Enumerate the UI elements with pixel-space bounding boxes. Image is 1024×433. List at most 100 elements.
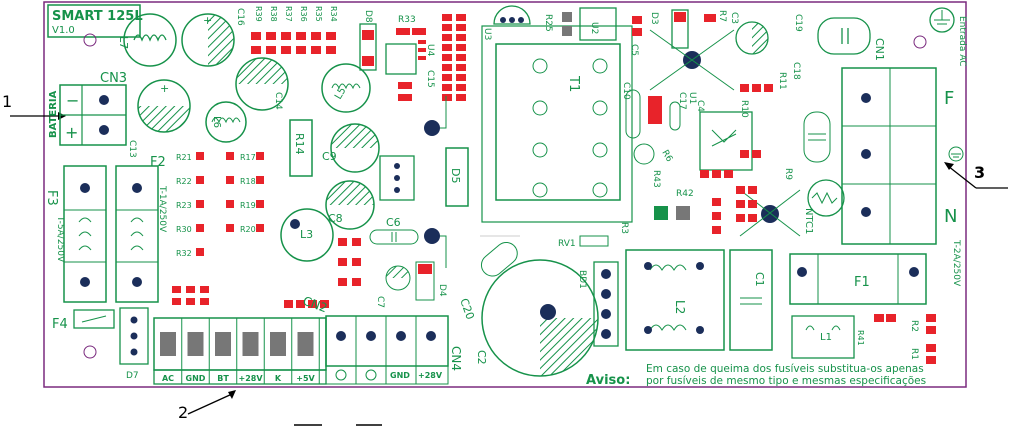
- transformer-t1: T1: [481, 25, 690, 223]
- svg-text:R3: R3: [619, 222, 629, 234]
- resistor-label: R32: [176, 249, 192, 258]
- inductor-l2: L2: [625, 249, 725, 351]
- smd-pad: [736, 200, 745, 208]
- diode-d5: D5: [379, 96, 469, 268]
- svg-text:R1: R1: [909, 348, 919, 360]
- resistor-pad: [256, 224, 264, 232]
- terminal-screw: [187, 332, 204, 356]
- svg-text:F: F: [944, 88, 954, 109]
- resistor-label: R17: [240, 153, 256, 162]
- smd-pad: [442, 64, 452, 71]
- smd-pad: [352, 258, 361, 266]
- smd-pad: [338, 278, 347, 286]
- smd-pad: [442, 84, 452, 91]
- svg-text:C1: C1: [753, 272, 766, 287]
- svg-text:C5: C5: [629, 44, 639, 56]
- resistor-pad: [281, 46, 291, 54]
- terminal-screw: [215, 332, 231, 356]
- resistor-pad: [196, 248, 204, 256]
- smd-pad: [320, 300, 329, 308]
- cap-c19: C19: [793, 14, 871, 55]
- svg-text:3: 3: [974, 163, 985, 182]
- smd-pad: [456, 94, 466, 101]
- smd-pad: [456, 44, 466, 51]
- smd-pad: [752, 84, 761, 92]
- smd-pad: [186, 286, 195, 293]
- svg-text:T1: T1: [566, 75, 581, 92]
- svg-text:C17: C17: [677, 92, 687, 110]
- smd-pad: [456, 34, 466, 41]
- resistor-pad: [226, 176, 234, 184]
- svg-text:BD1: BD1: [577, 270, 587, 289]
- resistor-pad: [296, 32, 306, 40]
- resistor-pad: [196, 224, 204, 232]
- resistor-pad: [226, 152, 234, 160]
- svg-text:L3: L3: [300, 228, 313, 241]
- inductor-l6: L6: [205, 101, 247, 143]
- smd-pad: [338, 258, 347, 266]
- svg-text:F3: F3: [44, 190, 59, 206]
- smd-pad: [352, 278, 361, 286]
- svg-text:C2: C2: [475, 350, 488, 365]
- resistor-pad: [296, 46, 306, 54]
- svg-text:+: +: [203, 14, 212, 27]
- smd-pad: [456, 54, 466, 61]
- resistor-pad: [196, 200, 204, 208]
- resistor-pad: [266, 32, 276, 40]
- fuse-f1: F1 T-2A/250V: [789, 239, 961, 305]
- svg-text:−: −: [66, 91, 79, 110]
- smd-pad: [740, 150, 749, 158]
- svg-text:R10: R10: [739, 100, 749, 118]
- svg-text:C19: C19: [793, 14, 803, 32]
- svg-text:L7: L7: [117, 36, 130, 49]
- svg-text:C3: C3: [729, 12, 739, 24]
- cn1-connector: CN1 F N: [841, 38, 964, 245]
- svg-text:U3: U3: [482, 28, 492, 40]
- inductor-l3: L3: [280, 208, 334, 262]
- resistor-pad: [226, 200, 234, 208]
- cap-c16: + C16: [181, 8, 245, 67]
- smd-pad: [712, 212, 721, 220]
- mount-hole: [83, 33, 97, 47]
- svg-text:R43: R43: [651, 170, 661, 188]
- svg-text:R25: R25: [543, 14, 553, 32]
- board-outline: [43, 1, 967, 388]
- cn2-pin-label: AC: [162, 374, 174, 383]
- cap-c2: C2: [475, 259, 599, 377]
- cap-c3: C3: [729, 12, 769, 55]
- svg-text:D8: D8: [363, 10, 373, 23]
- smd-pad: [456, 84, 466, 91]
- resistor-pad: [196, 176, 204, 184]
- warning-line-1: Em caso de queima dos fusíveis substitua…: [646, 363, 924, 375]
- resistor-pad: [311, 32, 321, 40]
- resistor-pad: [251, 46, 261, 54]
- smd-pad: [740, 84, 749, 92]
- cn2-pin-label: +5V: [296, 374, 315, 383]
- smd-pad: [442, 34, 452, 41]
- svg-text:C4: C4: [695, 100, 705, 112]
- inductor-l5: L5: [321, 63, 371, 113]
- board-version: V1.0: [52, 25, 75, 36]
- svg-text:C8: C8: [328, 212, 343, 225]
- bridge-bd1: BD1: [577, 261, 619, 347]
- smd-pad: [748, 186, 757, 194]
- svg-text:R33: R33: [398, 15, 416, 25]
- callout-3: 3: [944, 162, 1008, 189]
- resistor-label: R30: [176, 225, 192, 234]
- smd-pad: [284, 300, 293, 308]
- diode-d3: D3 R7: [649, 9, 727, 49]
- svg-text:T-5A/250V: T-5A/250V: [55, 215, 65, 263]
- smd-pad: [736, 186, 745, 194]
- smd-pad: [296, 300, 305, 308]
- svg-text:C15: C15: [425, 70, 435, 88]
- smd-pad: [456, 24, 466, 31]
- cap-c13: +: [137, 79, 191, 133]
- svg-text:F1: F1: [854, 275, 870, 290]
- warning-note: Aviso: Em caso de queima dos fusíveis su…: [586, 363, 926, 388]
- smd-pad: [442, 14, 452, 21]
- resistor-label: R20: [240, 225, 256, 234]
- cap-c6: C6: [369, 216, 419, 245]
- svg-text:R14: R14: [293, 133, 306, 155]
- svg-text:D3: D3: [649, 12, 659, 25]
